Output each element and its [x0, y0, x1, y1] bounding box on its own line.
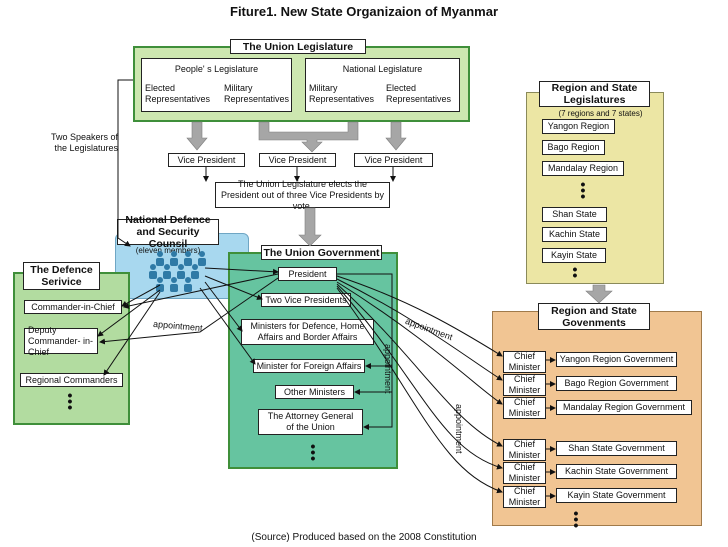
national-legislature-title: National Legislature	[342, 64, 423, 74]
region-governments-title: Region and State Govenments	[538, 303, 650, 330]
appointment-label-region: appointment	[403, 315, 454, 343]
defence-more-dots: •••	[67, 387, 73, 415]
rg-mandalay: Mandalay Region Government	[556, 400, 692, 415]
defence-regional-commanders: Regional Commanders	[20, 373, 123, 387]
chief-minister-6: Chief Minister	[503, 486, 546, 508]
ug-more-dots: •••	[310, 438, 316, 466]
national-military: Military Representatives	[309, 83, 375, 104]
region-legislatures-subtitle: (7 regions and 7 states)	[558, 109, 643, 118]
defence-title: The Defence Serivice	[23, 262, 100, 290]
source-note: (Source) Produced based on the 2008 Cons…	[251, 532, 477, 543]
region-legislatures-title: Region and State Legislatures	[539, 81, 650, 107]
ndsc-title: National Defence and Security Counsil	[117, 214, 219, 250]
appointment-label-ug: appointment	[383, 344, 393, 394]
union-legislature-title: The Union Legislature	[230, 39, 366, 54]
rg-kachin: Kachin State Government	[556, 464, 677, 479]
ndsc-subtitle: (eleven members)	[135, 246, 201, 255]
union-government-title: The Union Government	[261, 245, 382, 260]
appointment-label-defence: appointment	[152, 318, 203, 334]
defence-deputy-commander: Deputy Commander- in-Chief	[24, 325, 98, 357]
appointment-label-rg: appointment	[454, 404, 464, 454]
speakers-label: Two Speakers of the Legislatures	[50, 132, 118, 153]
chief-minister-5: Chief Minister	[503, 462, 546, 484]
ug-attorney-general: The Attorney General of the Union	[258, 409, 363, 435]
national-elected: Elected Representatives	[386, 83, 452, 104]
defence-commander-in-chief: Commander-in-Chief	[24, 300, 122, 314]
rl-mandalay: Mandalay Region	[542, 161, 624, 176]
vice-president-3: Vice President	[354, 153, 433, 167]
peoples-elected: Elected Representatives	[145, 83, 211, 104]
rl-dots-1: •••	[580, 176, 586, 204]
chief-minister-4: Chief Minister	[503, 439, 546, 461]
peoples-military: Military Representatives	[224, 83, 290, 104]
ug-two-vice-presidents: Two Vice Presidents	[261, 293, 351, 307]
rg-kayin: Kayin State Government	[556, 488, 677, 503]
rl-bago: Bago Region	[542, 140, 605, 155]
rg-bago: Bago Region Government	[556, 376, 677, 391]
rg-shan: Shan State Government	[556, 441, 677, 456]
peoples-legislature-title: People' s Legislature	[174, 64, 259, 74]
rg-yangon: Yangon Region Government	[556, 352, 677, 367]
rl-dots-2: ••	[572, 261, 578, 283]
ug-other-ministers: Other Ministers	[275, 385, 354, 399]
rl-kachin: Kachin State	[542, 227, 607, 242]
ug-president: President	[278, 267, 337, 281]
diagram-title: Fiture1. New State Organizaion of Myanma…	[230, 4, 498, 19]
ug-minister-foreign: Minister for Foreign Affairs	[253, 359, 365, 373]
vice-president-1: Vice President	[168, 153, 245, 167]
chief-minister-2: Chief Minister	[503, 374, 546, 396]
ug-ministers-defence: Ministers for Defence, Home Affairs and …	[241, 319, 374, 345]
rl-yangon: Yangon Region	[542, 119, 615, 134]
chief-minister-3: Chief Minister	[503, 397, 546, 419]
rg-more-dots: •••	[573, 505, 579, 533]
rl-shan: Shan State	[542, 207, 607, 222]
peoples-legislature-box	[141, 58, 292, 112]
chief-minister-1: Chief Minister	[503, 351, 546, 373]
national-legislature-box	[305, 58, 460, 112]
vice-president-2: Vice President	[259, 153, 336, 167]
election-note: The Union Legislature elects the Preside…	[215, 179, 390, 211]
rl-kayin: Kayin State	[542, 248, 606, 263]
